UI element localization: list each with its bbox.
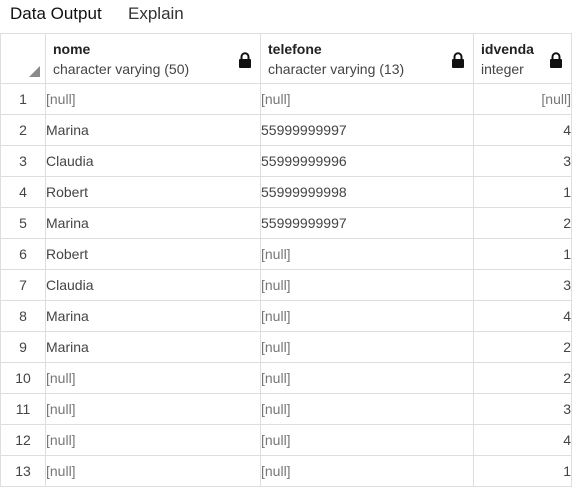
column-name: idvenda — [481, 41, 534, 57]
cell-telefone[interactable]: [null] — [260, 269, 474, 301]
cell-nome[interactable]: [null] — [45, 393, 261, 425]
select-all-triangle-icon — [29, 66, 40, 77]
row-number[interactable]: 8 — [0, 300, 46, 332]
row-number[interactable]: 3 — [0, 145, 46, 177]
header-row: nome character varying (50) telefone cha… — [0, 33, 572, 84]
cell-nome[interactable]: Marina — [45, 300, 261, 332]
cell-idvenda[interactable]: 2 — [473, 362, 572, 394]
cell-nome[interactable]: Marina — [45, 207, 261, 239]
cell-idvenda[interactable]: 2 — [473, 331, 572, 363]
column-type: character varying (13) — [268, 61, 405, 77]
cell-idvenda[interactable]: 3 — [473, 393, 572, 425]
column-name: nome — [53, 41, 91, 57]
cell-telefone[interactable]: [null] — [260, 362, 474, 394]
row-number[interactable]: 4 — [0, 176, 46, 208]
table-row[interactable]: 13[null][null]1 — [0, 455, 572, 487]
cell-nome[interactable]: [null] — [45, 83, 261, 115]
cell-telefone[interactable]: [null] — [260, 424, 474, 456]
select-all-corner[interactable] — [0, 33, 46, 84]
cell-idvenda[interactable]: 1 — [473, 176, 572, 208]
cell-idvenda[interactable]: 1 — [473, 238, 572, 270]
cell-telefone[interactable]: 55999999997 — [260, 207, 474, 239]
cell-telefone[interactable]: [null] — [260, 238, 474, 270]
column-header-idvenda[interactable]: idvenda integer — [473, 33, 572, 84]
row-number[interactable]: 5 — [0, 207, 46, 239]
cell-idvenda[interactable]: [null] — [473, 83, 572, 115]
tab-data-output[interactable]: Data Output — [10, 4, 102, 23]
row-number[interactable]: 7 — [0, 269, 46, 301]
cell-telefone[interactable]: 55999999997 — [260, 114, 474, 146]
row-number[interactable]: 6 — [0, 238, 46, 270]
cell-nome[interactable]: Claudia — [45, 145, 261, 177]
result-tabs: Data Output Explain — [0, 0, 572, 33]
cell-telefone[interactable]: [null] — [260, 331, 474, 363]
cell-nome[interactable]: Robert — [45, 176, 261, 208]
cell-idvenda[interactable]: 3 — [473, 145, 572, 177]
cell-nome[interactable]: [null] — [45, 362, 261, 394]
cell-telefone[interactable]: 55999999998 — [260, 176, 474, 208]
row-number[interactable]: 12 — [0, 424, 46, 456]
column-type: integer — [481, 61, 524, 77]
data-output-grid: nome character varying (50) telefone cha… — [0, 33, 572, 487]
cell-idvenda[interactable]: 2 — [473, 207, 572, 239]
lock-icon — [452, 52, 464, 68]
cell-telefone[interactable]: [null] — [260, 393, 474, 425]
cell-telefone[interactable]: [null] — [260, 300, 474, 332]
cell-nome[interactable]: Robert — [45, 238, 261, 270]
row-number[interactable]: 13 — [0, 455, 46, 487]
tab-explain[interactable]: Explain — [128, 4, 184, 23]
row-number[interactable]: 9 — [0, 331, 46, 363]
row-number[interactable]: 1 — [0, 83, 46, 115]
cell-nome[interactable]: [null] — [45, 424, 261, 456]
cell-nome[interactable]: [null] — [45, 455, 261, 487]
cell-telefone[interactable]: [null] — [260, 83, 474, 115]
cell-idvenda[interactable]: 3 — [473, 269, 572, 301]
lock-icon — [550, 52, 562, 68]
table-row[interactable]: 1[null][null][null] — [0, 83, 572, 115]
row-number[interactable]: 10 — [0, 362, 46, 394]
cell-idvenda[interactable]: 1 — [473, 455, 572, 487]
cell-nome[interactable]: Claudia — [45, 269, 261, 301]
column-name: telefone — [268, 41, 322, 57]
column-header-telefone[interactable]: telefone character varying (13) — [260, 33, 474, 84]
lock-icon — [239, 52, 251, 68]
cell-nome[interactable]: Marina — [45, 331, 261, 363]
cell-idvenda[interactable]: 4 — [473, 114, 572, 146]
column-header-nome[interactable]: nome character varying (50) — [45, 33, 261, 84]
cell-telefone[interactable]: 55999999996 — [260, 145, 474, 177]
cell-idvenda[interactable]: 4 — [473, 424, 572, 456]
cell-nome[interactable]: Marina — [45, 114, 261, 146]
row-number[interactable]: 11 — [0, 393, 46, 425]
table-row[interactable]: 12[null][null]4 — [0, 424, 572, 456]
table-row[interactable]: 10[null][null]2 — [0, 362, 572, 394]
column-type: character varying (50) — [53, 61, 190, 77]
cell-telefone[interactable]: [null] — [260, 455, 474, 487]
cell-idvenda[interactable]: 4 — [473, 300, 572, 332]
row-number[interactable]: 2 — [0, 114, 46, 146]
table-row[interactable]: 11[null][null]3 — [0, 393, 572, 425]
